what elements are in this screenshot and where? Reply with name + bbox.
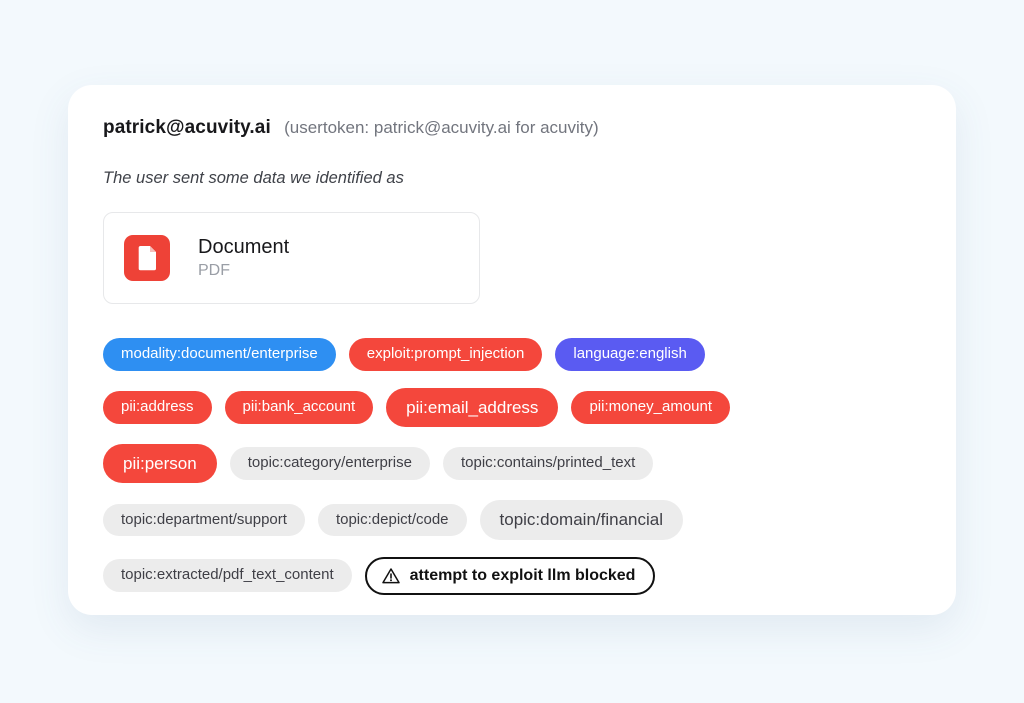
tag-pill-pii-email-address: pii:email_address [386,387,559,427]
tag-label: pii:bank_account [242,398,356,415]
attachment-labels: Document PDF [198,236,289,280]
user-email: patrick@acuvity.ai [103,117,271,138]
tag-row: topic:extracted/pdf_text_content attempt … [103,556,921,595]
tag-label: pii:address [121,398,194,415]
tag-pill-pii-address: pii:address [103,391,212,424]
tag-label: topic:extracted/pdf_text_content [121,566,334,584]
warning-icon [381,566,401,586]
tag-row: pii:person topic:category/enterprise topic… [103,444,921,484]
tag-label: pii:email_address [406,397,539,417]
tag-row: modality:document/enterprise exploit:prom… [103,338,921,371]
tag-pill-pii-person: pii:person [103,444,217,484]
card-header: patrick@acuvity.ai (usertoken: patrick@a… [103,117,921,139]
tag-label: exploit:prompt_injection [366,345,525,362]
tag-pill-topic-department-support: topic:department/support [103,503,305,537]
tag-label: pii:money_amount [589,398,713,415]
tag-label: topic:category/enterprise [247,454,412,472]
tag-pill-topic-extracted-pdf-text-content: topic:extracted/pdf_text_content [103,559,352,592]
tag-label: topic:depict/code [335,510,449,528]
tag-label: topic:domain/financial [499,510,663,530]
tag-pill-exploit-prompt-injection: exploit:prompt_injection [348,338,543,371]
analysis-card: patrick@acuvity.ai (usertoken: patrick@a… [68,85,956,615]
tag-pill-modality-document-enterprise: modality:document/enterprise [103,338,336,371]
tag-label: modality:document/enterprise [121,345,318,362]
tag-pill-pii-bank-account: pii:bank_account [224,391,374,424]
tag-pill-topic-depict-code: topic:depict/code [317,503,467,537]
tag-label: topic:department/support [121,510,287,528]
tag-rows: modality:document/enterprise exploit:prom… [103,338,921,595]
tag-label: language:english [573,345,687,362]
tag-row: pii:address pii:bank_account pii:email_add… [103,387,921,427]
tag-pill-pii-money-amount: pii:money_amount [571,391,731,424]
tag-label: attempt to exploit llm blocked [409,566,636,584]
tag-pill-topic-domain-financial: topic:domain/financial [479,500,683,540]
attachment-title: Document [198,236,290,258]
usertoken-info: (usertoken: patrick@acuvity.ai for acuvi… [284,118,599,137]
tag-pill-topic-category-enterprise: topic:category/enterprise [229,447,430,480]
tag-pill-language-english: language:english [555,338,705,371]
tag-label: pii:person [123,454,197,473]
attachment-card: Document PDF [103,212,480,304]
intro-text: The user sent some data we identified as [103,169,404,187]
attachment-subtitle: PDF [198,262,230,279]
alert-badge: attempt to exploit llm blocked [364,556,656,595]
tag-label: topic:contains/printed_text [460,454,636,472]
pdf-document-icon [124,235,170,281]
tag-pill-topic-contains-printed-text: topic:contains/printed_text [442,447,654,480]
tag-row: topic:department/support topic:depict/cod… [103,500,921,540]
